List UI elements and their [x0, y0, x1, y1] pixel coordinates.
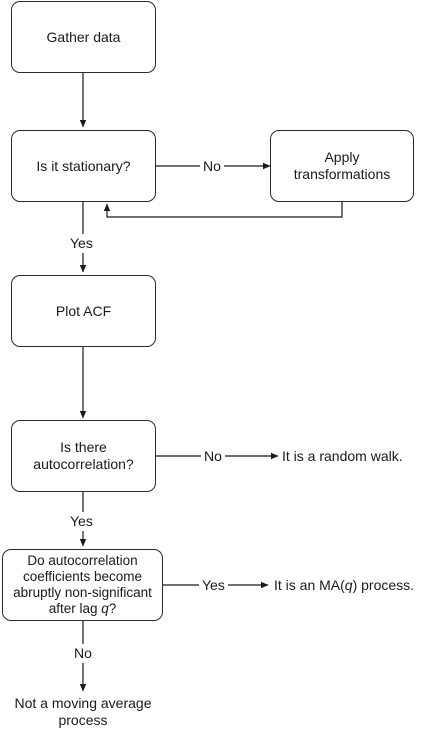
edge-label-ma-no: No: [72, 644, 94, 663]
outcome-ma-process: It is an MA(q) process.: [274, 577, 414, 594]
node-ma-check-line4-var: q: [101, 601, 109, 616]
node-plot-acf: Plot ACF: [11, 275, 156, 347]
outcome-ma-process-suffix: ) process.: [352, 577, 415, 593]
node-apply-transformations-line1: Apply: [324, 149, 360, 165]
node-ma-check-line4-suffix: ?: [108, 601, 117, 616]
node-ma-check-line2: coefficients become: [22, 569, 143, 584]
outcome-random-walk: It is a random walk.: [282, 448, 403, 464]
arrow-transform-loop-back: [103, 202, 343, 218]
node-is-autocorrelation: Is there autocorrelation?: [11, 420, 156, 492]
node-is-stationary-label: Is it stationary?: [36, 157, 131, 174]
node-ma-check-line3: abruptly non-significant: [13, 585, 152, 600]
node-apply-transformations: Apply transformations: [270, 130, 414, 202]
outcome-ma-process-var: q: [344, 577, 353, 593]
outcome-not-moving-average-line2: process: [58, 712, 108, 728]
node-gather-data-label: Gather data: [46, 28, 121, 45]
edge-label-stationary-no: No: [200, 158, 224, 175]
node-gather-data: Gather data: [11, 1, 156, 73]
node-ma-check-line1: Do autocorrelation: [27, 553, 138, 568]
edge-label-autocorr-yes: Yes: [68, 512, 95, 531]
outcome-ma-process-prefix: It is an MA(: [274, 577, 345, 593]
edge-label-stationary-yes: Yes: [68, 234, 95, 253]
outcome-not-moving-average-line1: Not a moving average: [14, 695, 152, 711]
node-apply-transformations-line2: transformations: [293, 166, 391, 182]
node-is-autocorrelation-line2: autocorrelation?: [33, 456, 134, 472]
node-plot-acf-label: Plot ACF: [55, 302, 112, 319]
node-is-autocorrelation-line1: Is there: [60, 439, 107, 455]
node-ma-check: Do autocorrelation coefficients become a…: [2, 549, 163, 621]
outcome-not-moving-average: Not a moving average process: [3, 695, 163, 729]
node-is-stationary: Is it stationary?: [11, 130, 156, 202]
edge-label-ma-yes: Yes: [199, 577, 228, 594]
node-ma-check-line4: after lag q?: [13, 601, 152, 617]
edge-label-autocorr-no: No: [201, 448, 225, 465]
node-ma-check-line4-prefix: after lag: [48, 601, 102, 616]
